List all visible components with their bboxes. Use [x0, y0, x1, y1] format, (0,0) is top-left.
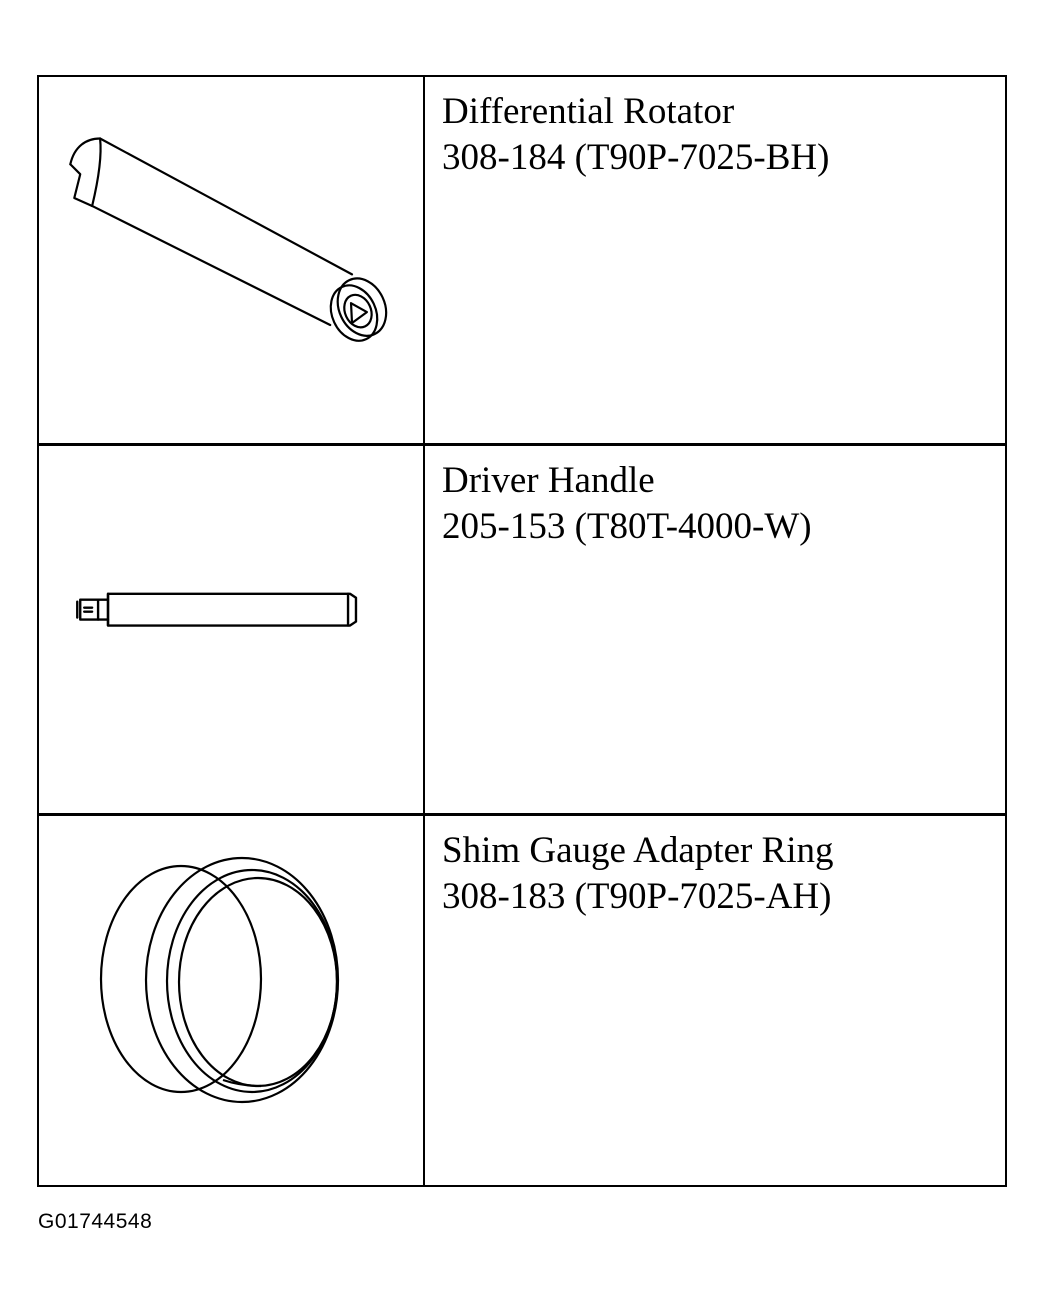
differential-rotator-icon [69, 137, 388, 342]
tool-illustration-cell [39, 446, 423, 813]
adapter-ring-icon [99, 856, 340, 1104]
tool-row: Driver Handle 205-153 (T80T-4000-W) [39, 446, 1005, 816]
tool-name: Driver Handle [442, 460, 655, 501]
tool-description: Shim Gauge Adapter Ring 308-183 (T90P-70… [442, 828, 995, 920]
tool-row: Shim Gauge Adapter Ring 308-183 (T90P-70… [39, 816, 1005, 1185]
tool-description: Differential Rotator 308-184 (T90P-7025-… [442, 89, 995, 181]
tool-part-number: 308-183 (T90P-7025-AH) [442, 876, 832, 917]
tool-row: Differential Rotator 308-184 (T90P-7025-… [39, 77, 1005, 446]
tool-part-number: 205-153 (T80T-4000-W) [442, 506, 812, 547]
tool-part-number: 308-184 (T90P-7025-BH) [442, 137, 830, 178]
tool-description: Driver Handle 205-153 (T80T-4000-W) [442, 458, 995, 550]
tool-illustration-cell [39, 77, 423, 443]
driver-handle-icon [76, 592, 358, 627]
special-tools-table: Differential Rotator 308-184 (T90P-7025-… [37, 75, 1007, 1187]
tool-illustration-cell [39, 816, 423, 1185]
tool-name: Shim Gauge Adapter Ring [442, 830, 834, 871]
tool-name: Differential Rotator [442, 91, 735, 132]
figure-code: G01744548 [38, 1210, 153, 1233]
